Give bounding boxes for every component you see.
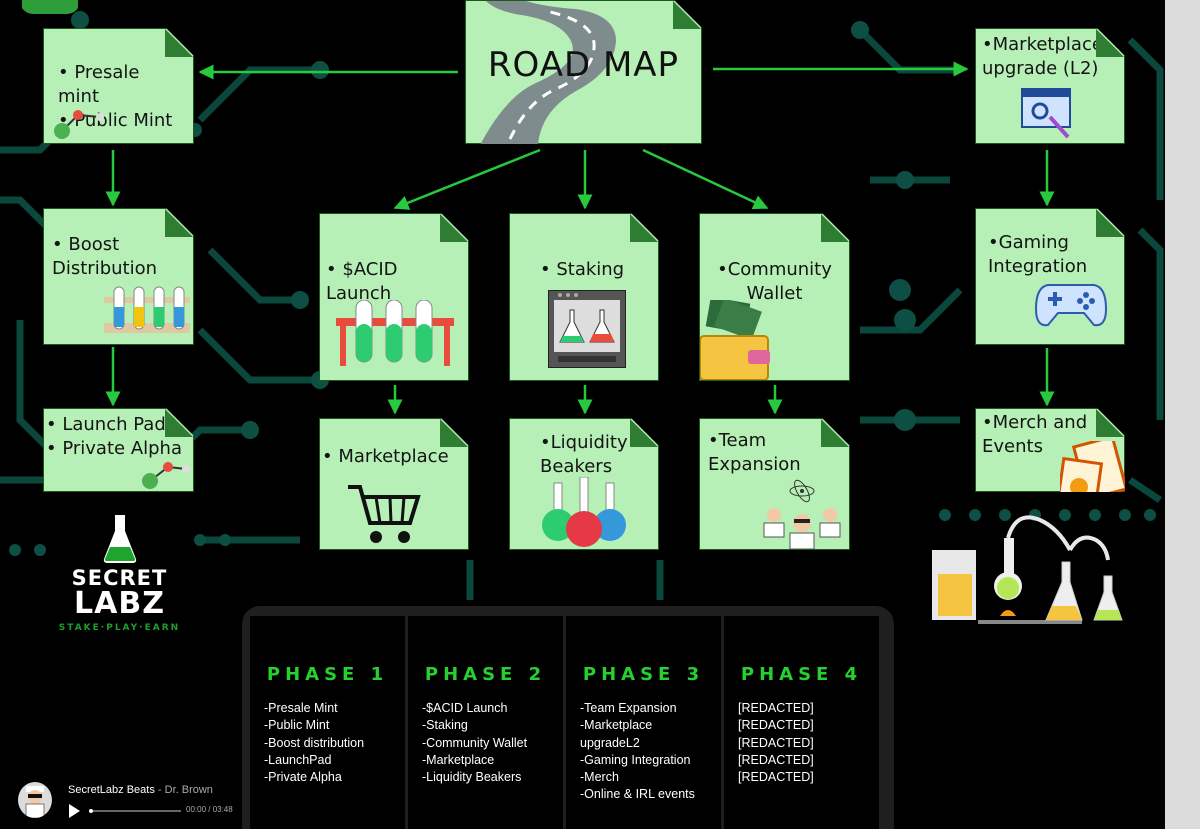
- phase-2: PHASE 2 -$ACID Launch -Staking -Communit…: [408, 616, 563, 829]
- now-playing: SecretLabz Beats - Dr. Brown: [68, 784, 213, 796]
- card-boost-text: • Boost Distribution: [52, 234, 158, 279]
- phase-4: PHASE 4 [REDACTED] [REDACTED] [REDACTED]…: [724, 616, 879, 829]
- phase-items: [REDACTED] [REDACTED] [REDACTED] [REDACT…: [738, 700, 873, 786]
- phase-item: -Gaming Integration: [580, 752, 691, 767]
- card-marketplace-text: • Marketplace: [322, 446, 449, 467]
- phase-item: -Presale Mint: [264, 701, 338, 715]
- card-acid: • $ACID Launch: [319, 213, 469, 381]
- card-merch-text: •Merch and Events: [982, 412, 1088, 457]
- test-tubes-icon: [336, 300, 454, 366]
- card-liquidity: •Liquidity Beakers: [509, 418, 659, 550]
- shopping-cart-icon: [346, 483, 422, 545]
- time-display: 00:00 / 03:48: [186, 805, 233, 814]
- settings-window-icon: [1020, 87, 1074, 141]
- road-icon: [466, 1, 703, 145]
- phase-item: -LaunchPad: [264, 752, 332, 767]
- card-community-text: •Community Wallet: [717, 259, 832, 304]
- song-title: SecretLabz Beats: [68, 784, 155, 796]
- phase-item: -Private Alpha: [264, 770, 342, 785]
- phase-title: PHASE 2: [424, 664, 547, 685]
- phase-item: -Staking: [422, 718, 468, 733]
- phase-items: -$ACID Launch -Staking -Community Wallet…: [422, 700, 557, 786]
- phase-item: -Online & IRL events: [580, 787, 695, 802]
- phase-item: [REDACTED]: [738, 701, 814, 715]
- card-team: •Team Expansion: [699, 418, 850, 550]
- phase-title: PHASE 1: [266, 664, 389, 685]
- phase-items: -Presale Mint -Public Mint -Boost distri…: [264, 700, 399, 786]
- phase-title: PHASE 4: [740, 664, 863, 685]
- staking-machine-icon: [548, 290, 626, 368]
- card-marketplace: • Marketplace: [319, 418, 469, 550]
- phase-item: [REDACTED]: [738, 735, 814, 750]
- phase-item: -Boost distribution: [264, 735, 365, 750]
- gamepad-icon: [1034, 279, 1108, 329]
- wallet-icon: [700, 300, 772, 380]
- page-edge-strip: [1165, 0, 1200, 829]
- play-icon[interactable]: [66, 803, 82, 819]
- card-marketplace-upgrade: •Marketplace upgrade (L2): [975, 28, 1125, 144]
- avatar: [18, 782, 52, 818]
- logo-line1: SECRET: [71, 566, 168, 590]
- flask-logo-icon: [103, 515, 137, 563]
- card-merch: •Merch and Events: [975, 408, 1125, 492]
- molecule-icon: [50, 105, 110, 141]
- card-gaming-text: •Gaming Integration: [988, 232, 1088, 277]
- phase-item: -Team Expansion: [580, 701, 677, 715]
- card-gaming: •Gaming Integration: [975, 208, 1125, 345]
- test-tube-rack-icon: [104, 283, 190, 339]
- music-player: SecretLabz Beats - Dr. Brown 00:00 / 03:…: [0, 770, 240, 829]
- separator: -: [154, 784, 165, 796]
- card-launchpad: • Launch Pad • Private Alpha: [43, 408, 194, 492]
- logo-line2: LABZ: [74, 586, 165, 621]
- card-community: •Community Wallet: [699, 213, 850, 381]
- phase-item: [REDACTED]: [738, 718, 814, 733]
- phase-items: -Team Expansion -Marketplace upgradeL2 -…: [580, 700, 715, 804]
- roadmap-title: ROAD MAP: [487, 45, 680, 85]
- song-artist: Dr. Brown: [164, 784, 213, 796]
- team-icon: [762, 479, 842, 549]
- phase-item: upgradeL2: [580, 735, 640, 750]
- phase-item: -Merch: [580, 770, 619, 785]
- card-marketplace-upgrade-text: •Marketplace upgrade (L2): [982, 34, 1103, 79]
- phase-item: -Marketplace: [580, 718, 653, 733]
- phase-item: -$ACID Launch: [422, 701, 508, 715]
- phase-item: -Marketplace: [422, 752, 495, 767]
- card-staking: • Staking: [509, 213, 659, 381]
- phase-item: -Community Wallet: [422, 735, 528, 750]
- lab-equipment-icon: [932, 515, 1123, 624]
- logo-tagline: STAKE·PLAY·EARN: [58, 623, 181, 633]
- phase-title: PHASE 3: [582, 664, 705, 685]
- flasks-icon: [540, 477, 630, 549]
- card-presale: • Presale mint • Public Mint: [43, 28, 194, 144]
- molecule-icon: [138, 457, 194, 491]
- progress-bar[interactable]: [89, 809, 181, 813]
- card-staking-text: • Staking: [540, 259, 625, 280]
- phase-3: PHASE 3 -Team Expansion -Marketplace upg…: [566, 616, 721, 829]
- card-presale-text: • Presale mint • Public Mint: [58, 62, 173, 131]
- phase-item: -Public Mint: [264, 718, 330, 733]
- card-launchpad-text: • Launch Pad • Private Alpha: [46, 414, 182, 459]
- card-liquidity-text: •Liquidity Beakers: [540, 432, 628, 477]
- card-team-text: •Team Expansion: [708, 430, 801, 475]
- avatar-icon: [25, 786, 45, 818]
- roadmap-title-card: ROAD MAP: [465, 0, 702, 144]
- card-boost: • Boost Distribution: [43, 208, 194, 345]
- secret-labz-logo: SECRET LABZ STAKE·PLAY·EARN: [52, 515, 187, 633]
- card-acid-text: • $ACID Launch: [326, 259, 398, 304]
- phase-item: -Liquidity Beakers: [422, 770, 522, 785]
- phase-1: PHASE 1 -Presale Mint -Public Mint -Boos…: [250, 616, 405, 829]
- progress-handle[interactable]: [89, 809, 93, 813]
- phases-panel: PHASE 1 -Presale Mint -Public Mint -Boos…: [242, 606, 894, 829]
- phase-item: [REDACTED]: [738, 752, 814, 767]
- phase-item: [REDACTED]: [738, 770, 814, 785]
